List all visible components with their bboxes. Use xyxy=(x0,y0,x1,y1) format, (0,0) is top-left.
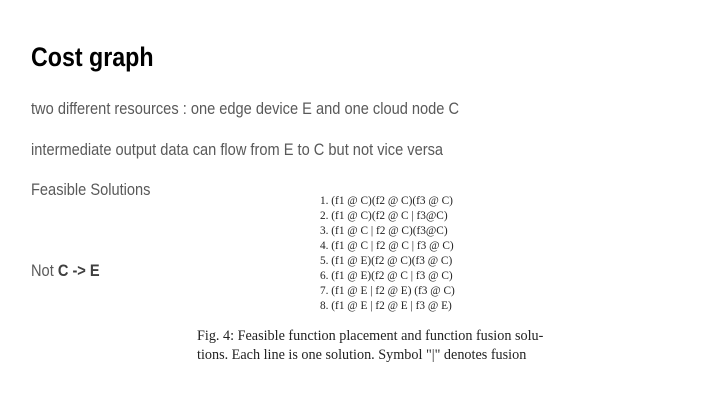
solution-item: 1. (f1 @ C)(f2 @ C)(f3 @ C) xyxy=(320,195,453,207)
not-prefix: Not xyxy=(31,261,58,280)
resources-text: two different resources : one edge devic… xyxy=(31,99,460,118)
solution-item: 7. (f1 @ E | f2 @ E) (f3 @ C) xyxy=(320,285,455,297)
caption-line: Fig. 4: Feasible function placement and … xyxy=(197,328,544,344)
dataflow-text: intermediate output data can flow from E… xyxy=(31,140,444,159)
solution-item: 4. (f1 @ C | f2 @ C | f3 @ C) xyxy=(320,240,454,252)
solution-item: 3. (f1 @ C | f2 @ C)(f3@C) xyxy=(320,225,448,237)
solution-item: 5. (f1 @ E)(f2 @ C)(f3 @ C) xyxy=(320,255,453,267)
caption-line: tions. Each line is one solution. Symbol… xyxy=(197,347,527,363)
feasible-solutions-label: Feasible Solutions xyxy=(31,180,151,199)
c-to-e-bold: C -> E xyxy=(57,261,100,280)
not-c-to-e-text: Not C -> E xyxy=(31,261,100,281)
solution-item: 2. (f1 @ C)(f2 @ C | f3@C) xyxy=(320,210,448,222)
slide-title: Cost graph xyxy=(31,42,154,72)
figure-caption: Fig. 4: Feasible function placement and … xyxy=(197,327,597,365)
solutions-list: 1. (f1 @ C)(f2 @ C)(f3 @ C) 2. (f1 @ C)(… xyxy=(320,194,455,314)
solution-item: 8. (f1 @ E | f2 @ E | f3 @ E) xyxy=(320,300,452,312)
solution-item: 6. (f1 @ E)(f2 @ C | f3 @ C) xyxy=(320,270,453,282)
